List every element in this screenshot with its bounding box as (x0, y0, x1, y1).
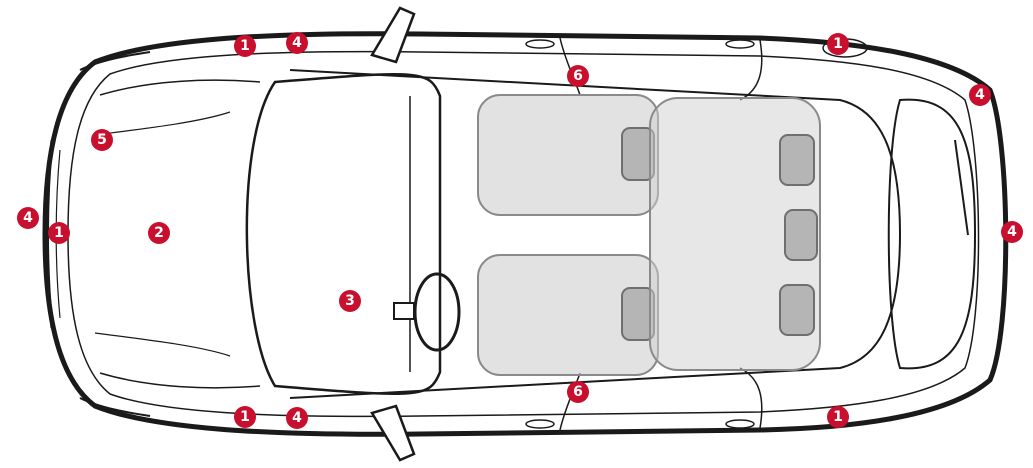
headlight-top (79, 51, 151, 71)
marker-1: 1 (827, 33, 849, 55)
headrest-rear-right (779, 284, 815, 336)
marker-6: 6 (567, 65, 589, 87)
marker-1: 1 (234, 35, 256, 57)
marker-1: 1 (48, 222, 70, 244)
marker-4: 4 (286, 407, 308, 429)
marker-1: 1 (234, 406, 256, 428)
side-mirror-top (370, 6, 416, 64)
door-handle-top-rear (725, 39, 755, 49)
door-handle-bottom-rear (725, 419, 755, 429)
hood-crease-bottom (94, 332, 231, 357)
rear-bench (649, 97, 821, 371)
marker-4: 4 (1001, 221, 1023, 243)
door-handle-bottom-front (525, 419, 555, 429)
steering-wheel (413, 272, 461, 352)
side-mirror-bottom (370, 404, 416, 462)
steering-column (393, 302, 415, 320)
headlight-bottom (79, 397, 151, 417)
marker-5: 5 (91, 129, 113, 151)
marker-1: 1 (827, 406, 849, 428)
headrest-rear-center (784, 209, 818, 261)
rear-wiper (954, 139, 969, 236)
marker-6: 6 (567, 381, 589, 403)
marker-2: 2 (148, 222, 170, 244)
windshield (245, 73, 442, 395)
door-seam-bottom-rear (739, 367, 763, 429)
hood-crease-top (94, 111, 231, 136)
rear-headrests (779, 134, 818, 336)
marker-4: 4 (17, 207, 39, 229)
marker-4: 4 (969, 84, 991, 106)
cabin-outline (289, 69, 902, 399)
front-grille (46, 139, 54, 329)
headrest-rear-left (779, 134, 815, 186)
front-seats (477, 94, 659, 376)
hood-line-bottom (99, 372, 261, 389)
hood-line-top (99, 79, 261, 96)
rear-window (887, 98, 977, 370)
door-seam-top-rear (739, 39, 763, 101)
car-body-inner-line (67, 50, 980, 418)
marker-3: 3 (339, 290, 361, 312)
door-handle-top-front (525, 39, 555, 49)
marker-4: 4 (286, 32, 308, 54)
